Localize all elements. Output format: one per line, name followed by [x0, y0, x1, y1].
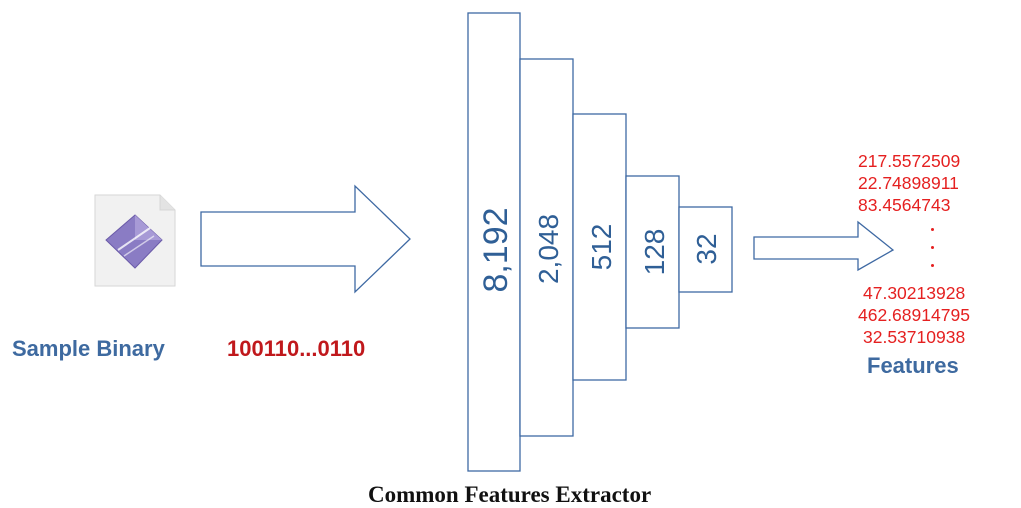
dot — [931, 264, 934, 267]
feature-values: 217.5572509 22.74898911 83.4564743 47.30… — [858, 150, 970, 348]
layer-label-3: 512 — [586, 224, 617, 271]
dot — [931, 228, 934, 231]
layer-box-3 — [572, 113, 627, 381]
feature-value: 217.5572509 — [858, 151, 961, 171]
dot — [931, 246, 934, 249]
layer-label-2: 2,048 — [533, 214, 564, 284]
layer-box-2 — [519, 58, 574, 437]
output-arrow — [753, 220, 895, 272]
layer-box-1 — [467, 12, 521, 472]
feature-value: 83.4564743 — [858, 195, 951, 215]
sample-binary-bits: 100110...0110 — [227, 336, 366, 361]
ellipsis-dots — [858, 216, 970, 282]
layer-label-1: 8,192 — [477, 207, 515, 292]
feature-value: 47.30213928 — [863, 283, 966, 303]
binary-file-icon — [94, 194, 176, 287]
feature-value: 22.74898911 — [858, 173, 959, 193]
layer-box-4 — [625, 175, 680, 329]
feature-value: 32.53710938 — [863, 327, 966, 347]
layer-label-5: 32 — [691, 233, 722, 264]
feature-value: 462.68914795 — [858, 305, 970, 325]
sample-binary-label: Sample Binary — [12, 336, 165, 361]
input-arrow — [200, 184, 411, 294]
layer-box-5 — [678, 206, 733, 293]
layer-label-4: 128 — [639, 229, 670, 276]
extractor-title: Common Features Extractor — [368, 482, 652, 507]
features-label: Features — [867, 353, 959, 378]
